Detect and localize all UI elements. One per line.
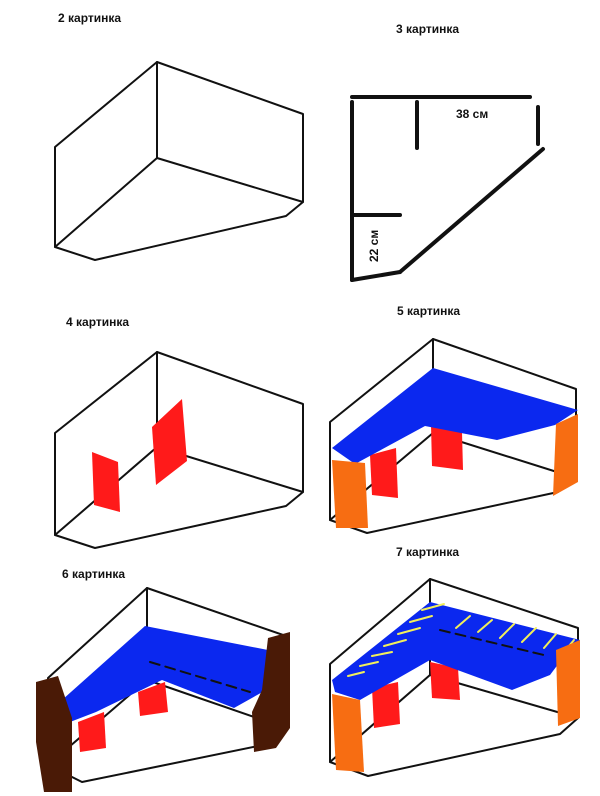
red-support-right-5 — [431, 425, 463, 470]
blue-shelf-top-6 — [62, 626, 268, 722]
blue-shelf-top-7 — [332, 602, 580, 700]
brown-side-left-6 — [36, 676, 72, 792]
dimension-22cm: 22 см — [367, 230, 381, 262]
orange-side-right-7 — [556, 640, 580, 726]
orange-side-right-5 — [553, 414, 578, 496]
panel-5: 5 картинка — [329, 304, 578, 534]
red-support-left-7 — [372, 682, 400, 728]
caption-panel-4: 4 картинка — [66, 315, 129, 329]
shelf-dashed-joint-7 — [439, 629, 549, 657]
empty-corner-box — [54, 61, 304, 261]
shelf-top-view-outline — [350, 95, 545, 282]
blue-shelf-top-5 — [332, 368, 578, 464]
orange-side-left-5 — [332, 460, 368, 528]
panel-6: 6 картинка — [36, 567, 290, 792]
panel-4: 4 картинка — [54, 315, 304, 549]
dimension-38cm: 38 см — [456, 107, 488, 121]
caption-panel-5: 5 картинка — [397, 304, 460, 318]
panel-7: 7 картинка — [329, 545, 580, 777]
yellow-support-ribs — [347, 603, 575, 677]
panel-3: 3 картинка 38 см 22 см — [350, 22, 545, 282]
orange-side-left-7 — [332, 694, 364, 772]
red-support-left — [92, 452, 120, 512]
red-support-left-6 — [78, 712, 106, 752]
caption-panel-6: 6 картинка — [62, 567, 125, 581]
caption-panel-7: 7 картинка — [396, 545, 459, 559]
red-support-right — [152, 399, 187, 485]
caption-panel-3: 3 картинка — [396, 22, 459, 36]
red-support-right-7 — [430, 662, 460, 700]
red-support-right-6 — [138, 682, 168, 716]
red-support-left-5 — [370, 448, 398, 498]
panel-2: 2 картинка — [54, 11, 304, 261]
dimension-markers — [350, 100, 419, 217]
caption-panel-2: 2 картинка — [58, 11, 121, 25]
shelf-dashed-joint-6 — [149, 661, 251, 693]
brown-side-right-6 — [252, 632, 290, 752]
